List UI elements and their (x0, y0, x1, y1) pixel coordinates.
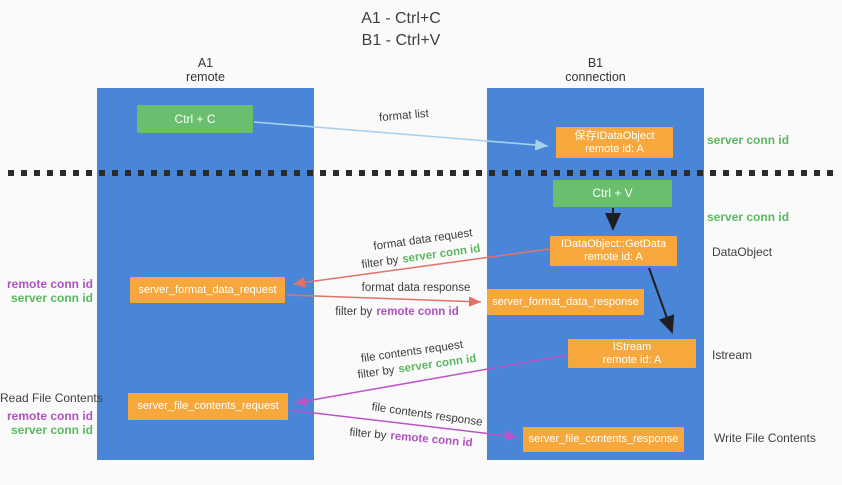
side-label-write-file-contents: Write File Contents (714, 431, 816, 445)
node-ctrl-c-label: Ctrl + C (174, 111, 216, 126)
column-a1-role: remote (186, 70, 225, 84)
filter-by-text: filter by (348, 426, 387, 442)
remote-conn-id-text: remote conn id (389, 430, 474, 450)
node-ctrl-v: Ctrl + V (553, 180, 672, 207)
node-server-file-contents-response: server_file_contents_response (523, 427, 684, 452)
node-save-idataobject: 保存IDataObject remote id: A (556, 127, 673, 158)
column-b1-role: connection (565, 70, 626, 84)
column-header-a1: A1 remote (97, 56, 314, 84)
filter-by-text: filter by (335, 306, 373, 318)
node-save-idataobject-line1: 保存IDataObject (574, 129, 655, 142)
edge-label-filter-remote-conn-1: filter by remote conn id (335, 306, 459, 318)
node-file-response-label: server_file_contents_response (528, 433, 679, 445)
side-label-server-conn-id-top: server conn id (707, 133, 790, 147)
side-label-server-conn-id-mid: server conn id (707, 210, 790, 224)
node-istream-line2: remote id: A (602, 353, 662, 366)
node-getdata-line2: remote id: A (584, 251, 643, 263)
node-server-format-data-request: server_format_data_request (130, 277, 285, 303)
side-label-remote-conn-id-1: remote conn id (6, 277, 93, 291)
edge-label-file-contents-response: file contents response (370, 401, 484, 429)
node-ctrl-c: Ctrl + C (137, 105, 253, 133)
node-format-response-label: server_format_data_response (492, 295, 639, 308)
node-file-request-label: server_file_contents_request (137, 400, 279, 412)
node-server-file-contents-request: server_file_contents_request (128, 393, 288, 420)
edge-label-format-data-response: format data response (361, 282, 471, 294)
side-label-read-file-contents: Read File Contents (0, 391, 103, 405)
column-a1-name: A1 (197, 56, 214, 70)
diagram-title: A1 - Ctrl+C B1 - Ctrl+V (0, 8, 802, 52)
column-header-b1: B1 connection (487, 56, 704, 84)
node-save-idataobject-line2: remote id: A (585, 142, 644, 155)
node-istream-line1: IStream (612, 340, 652, 353)
node-server-format-data-response: server_format_data_response (487, 289, 644, 315)
node-format-request-label: server_format_data_request (138, 283, 277, 296)
arrow-format-data-response (286, 294, 482, 307)
filter-by-text: filter by (356, 364, 396, 382)
edge-label-format-list: format list (378, 107, 430, 125)
edge-label-filter-remote-conn-2: filter by remote conn id (349, 427, 473, 450)
node-idataobject-getdata: IDataObject::GetData remote id: A (550, 236, 677, 266)
title-line-1: A1 - Ctrl+C (361, 10, 441, 27)
side-label-server-conn-id-1: server conn id (10, 291, 93, 305)
side-label-istream: Istream (712, 348, 753, 362)
side-label-remote-conn-id-2: remote conn id (6, 409, 93, 423)
node-getdata-line1: IDataObject::GetData (560, 238, 667, 250)
side-label-server-conn-id-2: server conn id (10, 423, 93, 437)
side-label-dataobject: DataObject (712, 245, 773, 259)
node-istream: IStream remote id: A (568, 339, 696, 368)
node-ctrl-v-label: Ctrl + V (592, 186, 633, 200)
column-b1-name: B1 (587, 56, 604, 70)
title-line-2: B1 - Ctrl+V (361, 32, 441, 49)
remote-conn-id-text: remote conn id (376, 306, 459, 318)
filter-by-text: filter by (360, 254, 400, 272)
